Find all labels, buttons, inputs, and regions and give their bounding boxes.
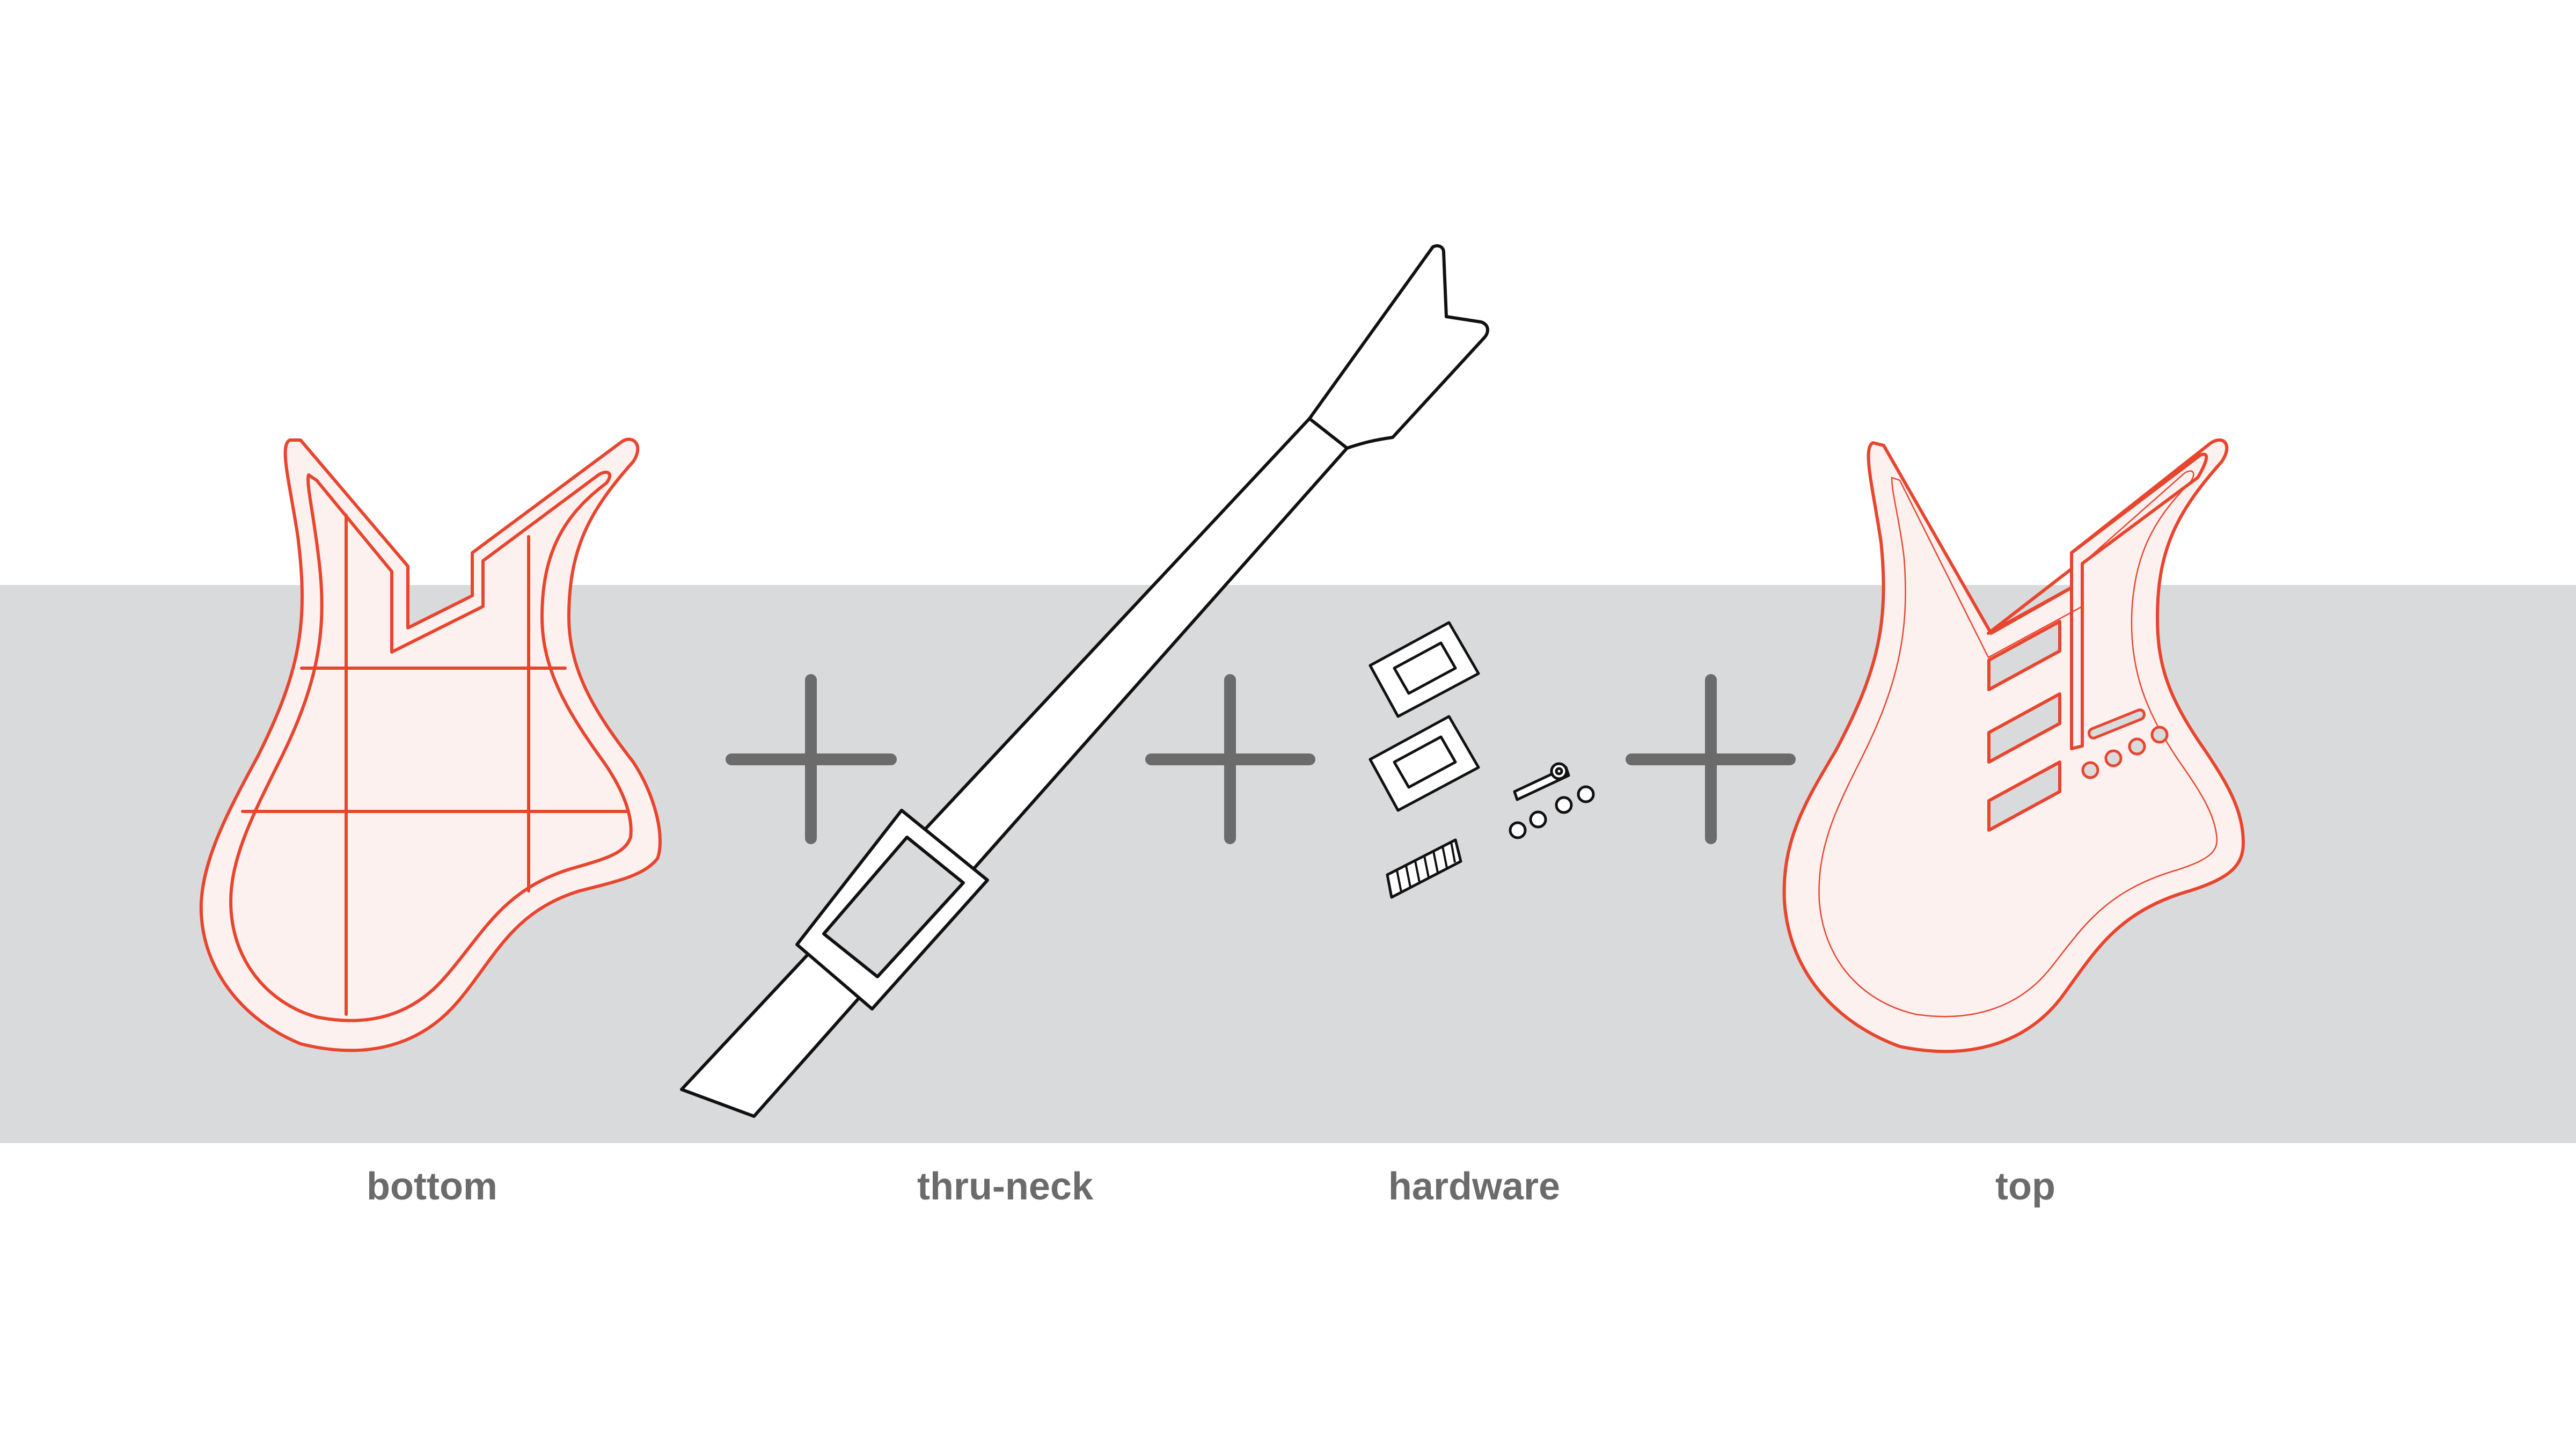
top-body-pickup-cavity [1987,620,2061,691]
top-body-knob-hole [2104,749,2123,767]
hardware-switch-knob [1555,767,1563,775]
plus-icon [1145,674,1315,844]
bottom-body-part [199,437,662,1052]
top-body-switch-slot [2088,708,2146,740]
top-body-inner-contour [1818,470,2218,1018]
label-hardware: hardware [1388,1165,1561,1208]
label-thru-neck: thru-neck [917,1165,1094,1208]
bottom-body-outer-outline [199,437,662,1052]
hardware-control-knob [1577,785,1595,803]
top-body-pickup-cavity [1987,692,2061,764]
plus-icon [1626,674,1796,844]
neck-pickup-cavity [822,836,965,978]
top-body-pickup-route-frame [1987,452,2208,750]
top-body-knob-hole [2150,726,2169,744]
label-bottom: bottom [367,1165,497,1208]
hardware-control-knob [1509,821,1527,839]
hardware-control-knob [1529,810,1547,829]
hardware-pickup-insert [1393,735,1457,789]
plus-icon [726,674,897,844]
hardware-part [1368,621,1595,899]
top-body-knob-hole [2128,737,2146,756]
top-body-knob-hole [2081,761,2099,779]
bottom-body-inner-outline [229,471,633,1022]
neck-headstock [1308,244,1489,450]
label-top: top [1995,1165,2055,1208]
hardware-pickup-insert [1393,641,1457,695]
top-body-part [1782,438,2245,1053]
top-body-pickup-cavity [1987,760,2061,832]
hardware-control-knob [1555,796,1573,814]
hardware-bridge-saddles [1396,841,1456,892]
thru-neck-part [680,244,1489,1118]
